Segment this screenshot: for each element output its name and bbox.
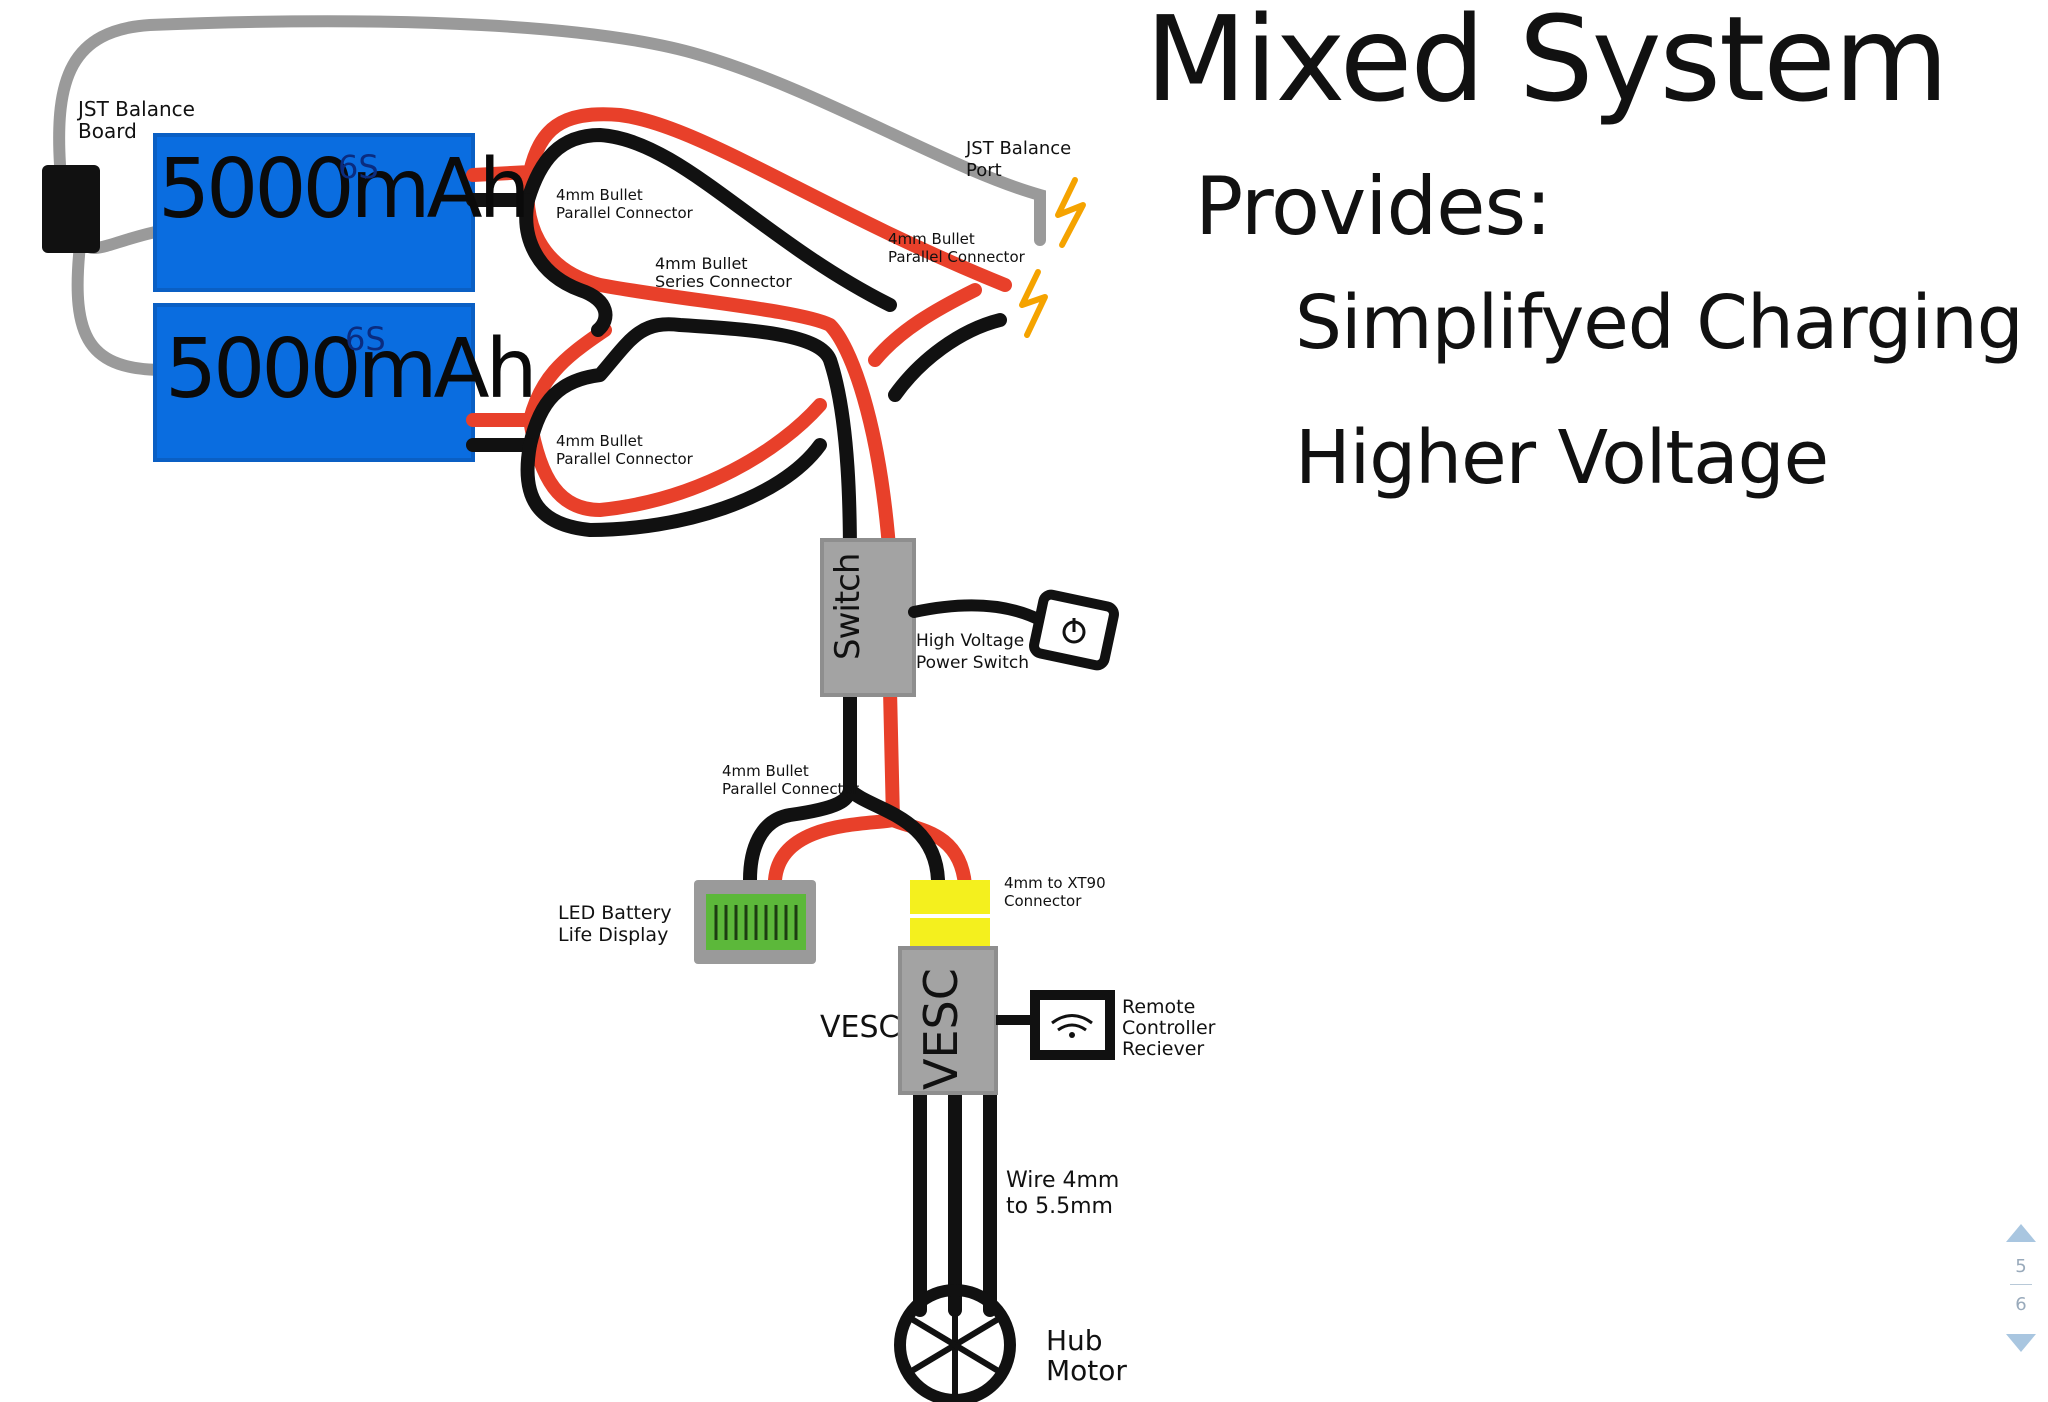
jst-balance-board xyxy=(42,165,100,253)
wire-size-label: Wire 4mm to 5.5mm xyxy=(1006,1168,1120,1219)
chevron-down-icon xyxy=(2006,1334,2036,1352)
remote-receiver-label: Remote Controller Reciever xyxy=(1122,996,1216,1060)
hub-motor-label: Hub Motor xyxy=(1046,1324,1127,1387)
page-title: Mixed System xyxy=(1145,0,1949,128)
led-battery-display xyxy=(694,880,816,964)
switch-box[interactable] xyxy=(820,538,916,697)
vesc-box-label: VESC xyxy=(914,968,968,1090)
vesc-side-label: VESC xyxy=(820,1010,900,1045)
battery-1 xyxy=(153,133,475,292)
total-page-number: 6 xyxy=(2015,1294,2027,1315)
series-connector-label: 4mm Bullet Series Connector xyxy=(655,254,792,291)
vesc-box xyxy=(898,946,998,1095)
negative-wires xyxy=(466,128,1007,1317)
battery-2 xyxy=(153,303,475,462)
parallel-connector-bottom-label: 4mm Bullet Parallel Connector xyxy=(556,432,693,468)
charge-bolt-icons xyxy=(1019,177,1086,338)
page-divider xyxy=(2010,1284,2032,1285)
provides-heading: Provides: xyxy=(1195,160,1552,253)
battery-2-cells: 6S xyxy=(345,320,386,358)
battery-1-cells: 6S xyxy=(338,148,379,186)
provides-item-voltage: Higher Voltage xyxy=(1295,415,1829,501)
battery-2-capacity: 5000mAh xyxy=(165,322,538,417)
provides-item-charging: Simplifyed Charging xyxy=(1295,280,2024,366)
power-switch[interactable] xyxy=(1029,589,1119,671)
jst-balance-board-label: JST Balance Board xyxy=(78,97,195,143)
parallel-connector-top-label: 4mm Bullet Parallel Connector xyxy=(556,186,693,222)
prev-page-button[interactable] xyxy=(2004,1220,2038,1246)
switch-cable xyxy=(908,599,1046,626)
parallel-connector-charge-label: 4mm Bullet Parallel Connector xyxy=(888,230,1025,266)
xt90-connector-label: 4mm to XT90 Connector xyxy=(1004,874,1106,910)
parallel-connector-output-label: 4mm Bullet Parallel Connector xyxy=(722,762,859,798)
power-switch-label: High Voltage Power Switch xyxy=(916,631,1030,673)
positive-wires xyxy=(466,107,1012,892)
led-display-label: LED Battery Life Display xyxy=(558,902,672,946)
remote-receiver xyxy=(1030,990,1115,1060)
xt90-connector xyxy=(910,880,990,948)
next-page-button[interactable] xyxy=(2004,1330,2038,1356)
hub-motor xyxy=(894,1284,1016,1402)
current-page-number: 5 xyxy=(2015,1256,2027,1277)
jst-balance-port-label: JST Balance Port xyxy=(966,138,1072,181)
battery-1-capacity: 5000mAh xyxy=(158,142,531,237)
switch-label: Switch xyxy=(828,553,868,660)
chevron-up-icon xyxy=(2006,1224,2036,1242)
